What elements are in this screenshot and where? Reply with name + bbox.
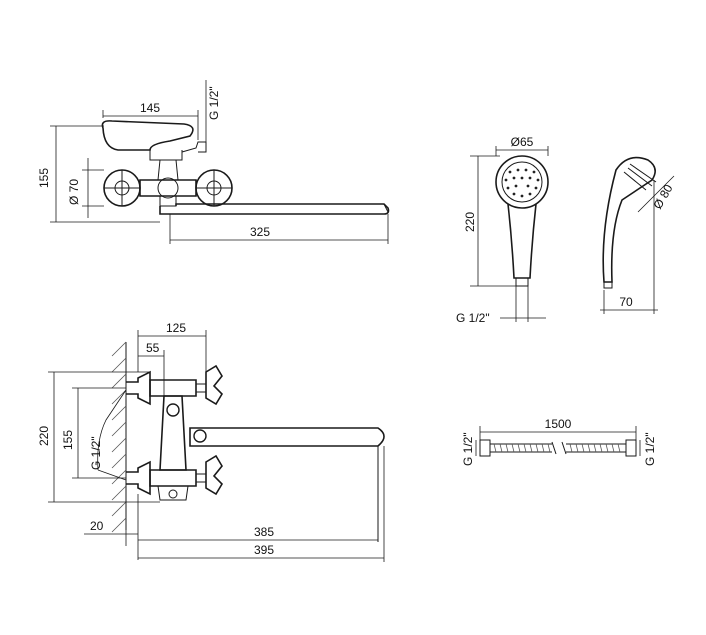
vertical-body [159,395,187,471]
cartridge [149,150,183,161]
dim-1500-label: 1500 [545,417,572,431]
dim-155-faucet-label: 155 [61,430,75,450]
dim-g12-shower-label: G 1/2" [456,311,490,325]
faucet-body [139,179,197,197]
lever-handle [101,120,194,151]
dim-385-label: 385 [254,525,274,539]
shower-hose: 1500 G 1/2" G 1/2" [461,417,657,466]
upper-inlet [126,370,151,406]
shower-handle [507,203,537,279]
dim-g12-faucet-label: G 1/2" [89,436,103,470]
hand-shower-front: Ø65 220 G 1/2" [456,135,549,325]
dim-125-label: 125 [166,321,186,335]
dim-g12-hose-left-label: G 1/2" [461,432,475,466]
dim-g12-top-label: G 1/2" [207,86,221,120]
hand-shower-side: Ø 80 70 [600,156,676,314]
dim-145-label: 145 [140,101,160,115]
diverter-knob [181,141,207,153]
dim-20-label: 20 [90,519,104,533]
dim-d65-label: Ø65 [511,135,534,149]
lower-inlet [126,460,151,496]
dim-220-shower-label: 220 [463,212,477,232]
spout-front [189,427,385,447]
dim-g12-hose-right-label: G 1/2" [643,432,657,466]
dim-70-label: 70 [619,295,633,309]
dim-55-label: 55 [146,341,160,355]
faucet-top-view: 145 G 1/2" 155 Ø 70 325 [37,80,390,244]
dim-220-faucet-label: 220 [37,426,51,446]
dim-155-top-label: 155 [37,168,51,188]
dim-325-label: 325 [250,225,270,239]
shower-head [495,155,549,209]
upper-cross-handle [205,364,224,406]
spout [159,203,390,215]
lower-cross-handle [205,454,224,496]
shower-side-body [602,156,656,283]
faucet-front-view: 125 55 220 155 G 1/2" 20 385 395 [37,321,385,562]
dim-d70-label: Ø 70 [67,179,81,205]
dim-395-label: 395 [254,543,274,557]
